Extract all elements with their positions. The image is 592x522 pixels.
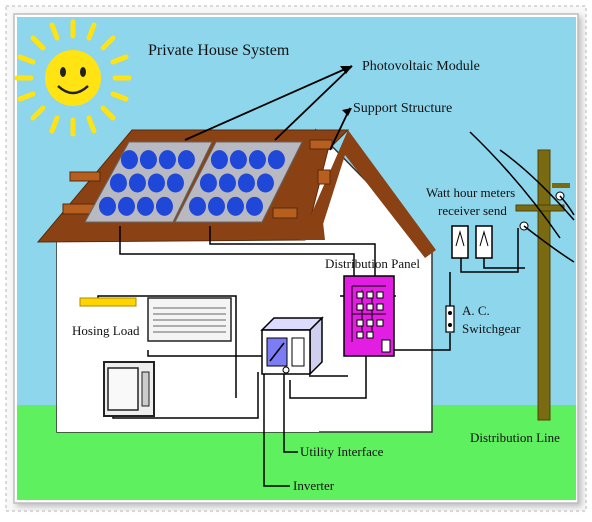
solar-cell (210, 150, 228, 170)
solar-cell (188, 196, 206, 216)
label-inverter: Inverter (293, 478, 335, 493)
solar-cell (139, 150, 157, 170)
solar-cell (199, 173, 217, 193)
arrowheads (340, 66, 352, 116)
label-photovoltaic-module: Photovoltaic Module (362, 59, 480, 74)
pv-module-right (174, 141, 303, 223)
label-meter-receiver: receiver (438, 203, 481, 218)
label-distribution-line: Distribution Line (470, 430, 560, 445)
label-watt-hour-meters: Watt hour meters (426, 185, 515, 200)
label-meter-send: send (483, 203, 507, 218)
solar-cell (120, 150, 138, 170)
leader-lines (184, 65, 353, 151)
label-housing-load: Hosing Load (72, 323, 140, 338)
solar-cell (109, 173, 127, 193)
power-lines (469, 131, 575, 263)
pv-module-left (84, 141, 213, 223)
label-ac: A. C. (462, 303, 490, 318)
solar-cell (237, 173, 255, 193)
label-switchgear: Switchgear (462, 321, 521, 336)
solar-cell (207, 196, 225, 216)
label-distribution-panel: Distribution Panel (325, 256, 420, 271)
television-icon (103, 361, 155, 417)
solar-cell (147, 173, 165, 193)
solar-cell (218, 173, 236, 193)
inverter-unit (260, 316, 324, 376)
solar-cell (117, 196, 135, 216)
solar-cell (155, 196, 173, 216)
label-utility-interface: Utility Interface (300, 444, 384, 459)
support-structure (62, 139, 333, 219)
air-conditioner-icon (147, 297, 232, 342)
solar-cell (245, 196, 263, 216)
diagram-title: Private House System (148, 42, 290, 59)
solar-cell (248, 150, 266, 170)
solar-cell (136, 196, 154, 216)
watt-hour-meters (451, 225, 493, 259)
solar-cell (158, 150, 176, 170)
solar-cell (166, 173, 184, 193)
sun-icon (14, 19, 132, 137)
lamp-icon (79, 297, 137, 307)
solar-cell (177, 150, 195, 170)
solar-cell (98, 196, 116, 216)
ac-switchgear-icon (445, 305, 455, 333)
solar-cell (128, 173, 146, 193)
solar-cell (226, 196, 244, 216)
solar-cell (267, 150, 285, 170)
solar-cell (256, 173, 274, 193)
solar-cell (229, 150, 247, 170)
distribution-panel (343, 275, 395, 357)
label-support-structure: Support Structure (353, 101, 452, 116)
